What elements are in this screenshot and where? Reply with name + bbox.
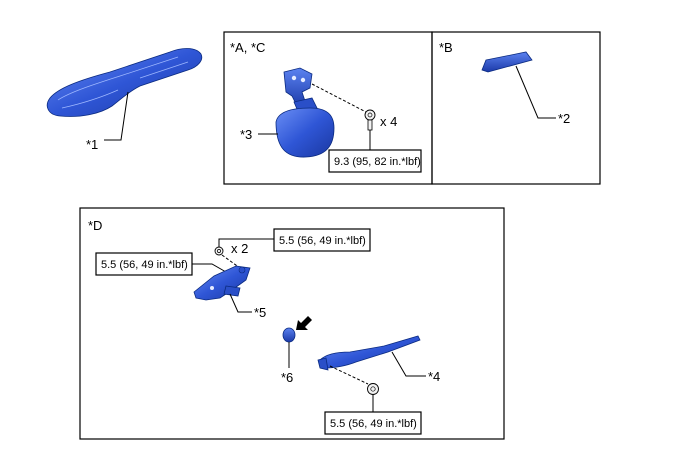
dash-mirror-bolt [311, 83, 367, 113]
callout-3: *3 [240, 127, 252, 142]
part-6-cap [282, 327, 296, 343]
bolt-mirror [364, 109, 376, 131]
part-5-wiper-motor [193, 265, 251, 301]
qty-mirror-bolts: x 4 [380, 114, 397, 129]
callout-2: *2 [558, 111, 570, 126]
torque-box-mirror [328, 149, 422, 173]
callout-4: *4 [428, 369, 440, 384]
leader-2 [515, 65, 556, 119]
leader-4 [391, 351, 426, 377]
torque-box-arm [324, 411, 422, 435]
leader-torque-motor-left [192, 263, 227, 273]
dash-arm-nut [329, 365, 369, 385]
nut-arm [367, 383, 379, 395]
torque-motor-left: 5.5 (56, 49 in.*lbf) [101, 259, 188, 271]
callout-5: *5 [254, 305, 266, 320]
torque-mirror: 9.3 (95, 82 in.*lbf) [334, 156, 421, 168]
panel-d-frame [79, 207, 505, 440]
part-1-cover [46, 48, 203, 117]
torque-motor-right: 5.5 (56, 49 in.*lbf) [279, 235, 366, 247]
panel-d-label: *D [88, 218, 102, 233]
panel-b-label: *B [439, 40, 453, 55]
bolt-motor [214, 246, 224, 256]
part-4-wiper-arm [317, 335, 421, 371]
leader-5 [229, 293, 252, 313]
callout-6: *6 [281, 370, 293, 385]
black-arrow-icon [296, 316, 312, 330]
panel-ac-label: *A, *C [230, 40, 265, 55]
leader-1 [104, 91, 129, 141]
panel-b-frame [431, 31, 601, 185]
dash-motor-bolt [221, 254, 241, 269]
torque-arm: 5.5 (56, 49 in.*lbf) [330, 418, 417, 430]
qty-motor-bolts: x 2 [231, 241, 248, 256]
callout-1: *1 [86, 137, 98, 152]
part-3-mirror [275, 67, 335, 158]
torque-box-motor-right [273, 228, 371, 252]
part-2-garnish [481, 51, 533, 73]
leader-torque-motor-right [218, 238, 274, 247]
